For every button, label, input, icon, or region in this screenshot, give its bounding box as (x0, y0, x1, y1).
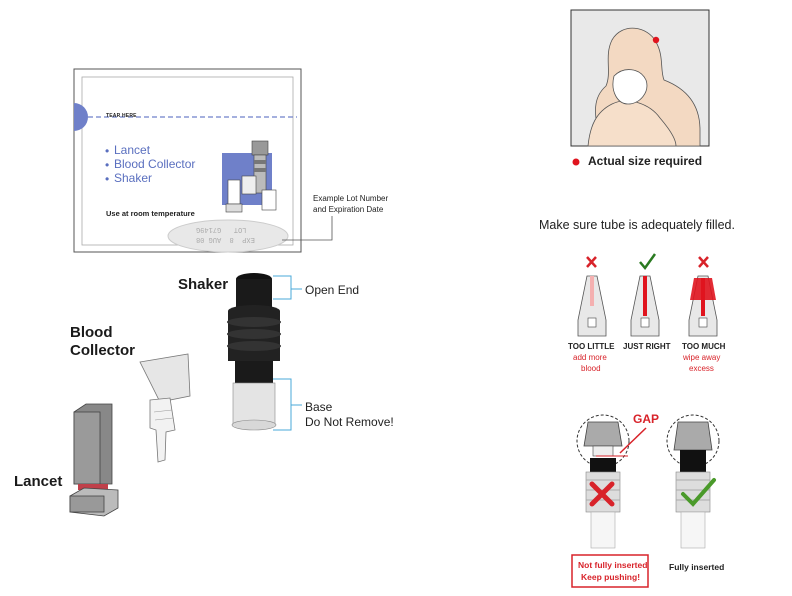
lancet-label: Lancet (14, 473, 63, 490)
actual-size-dot (572, 158, 580, 166)
x-mark-1-icon (586, 256, 597, 268)
shaker-label: Shaker (178, 276, 229, 293)
fully-inserted-assembly (666, 414, 720, 549)
actual-size-caption: Actual size required (588, 154, 703, 168)
blood-collector-label-line-2: Collector (70, 342, 136, 359)
kit-item-lancet: Lancet (114, 143, 151, 157)
not-inserted-box (571, 554, 649, 588)
fully-inserted-label: Fully inserted (669, 562, 725, 572)
too-little-sub-1: add more (573, 353, 607, 362)
gap-label: GAP (633, 412, 660, 426)
fill-instruction: Make sure tube is adequately filled. (539, 218, 735, 232)
fully-inserted-check-icon (681, 478, 716, 507)
too-little-sub-2: blood (581, 364, 601, 373)
tube-too-much (688, 275, 718, 337)
not-inserted-assembly (576, 414, 647, 549)
too-much-title: TOO MUCH (682, 342, 726, 351)
base-label-line-1: Base (305, 400, 333, 414)
bullet-dots: ••• (105, 144, 110, 186)
lot-stamp-oval (167, 219, 289, 253)
not-inserted-line-2: Keep pushing! (581, 572, 641, 582)
too-much-sub-1: wipe away (683, 353, 721, 362)
storage-note: Use at room temperature (106, 209, 195, 218)
too-much-sub-2: excess (689, 364, 714, 373)
not-inserted-line-1: Not fully inserted (578, 560, 648, 570)
open-end-label: Open End (305, 283, 360, 297)
base-label-line-2: Do Not Remove! (305, 415, 394, 429)
check-mark-icon (639, 253, 657, 271)
tube-too-little (577, 275, 607, 337)
tube-just-right (630, 275, 660, 337)
tear-here-label: TEAR HERE (106, 113, 137, 119)
just-right-title: JUST RIGHT (623, 342, 671, 351)
x-mark-2-icon (698, 256, 709, 268)
not-inserted-x-icon (589, 481, 615, 507)
kit-item-blood-collector: Blood Collector (114, 157, 196, 171)
lot-callout-line-2: and Expiration Date (313, 205, 384, 214)
too-little-title: TOO LITTLE (568, 342, 615, 351)
lot-callout-line-1: Example Lot Number (313, 194, 389, 203)
blood-collector-label-line-1: Blood (70, 324, 113, 341)
kit-item-shaker: Shaker (114, 171, 153, 185)
lancing-dot (652, 36, 660, 44)
